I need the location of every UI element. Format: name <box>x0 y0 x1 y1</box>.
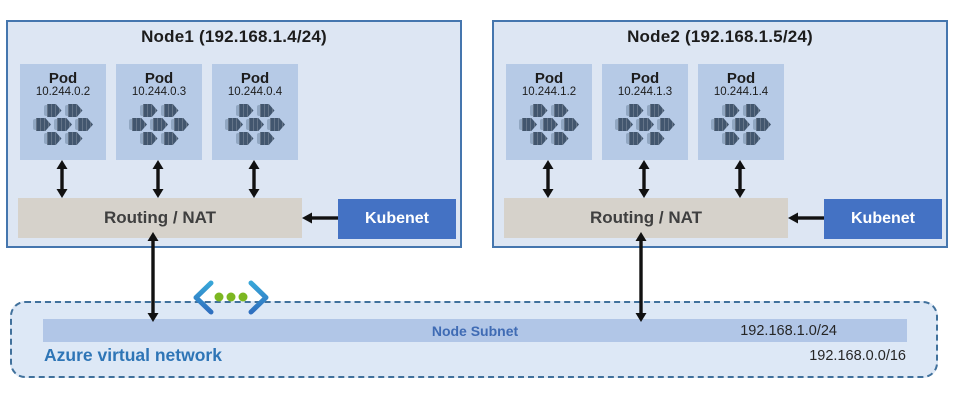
kubenet-box: Kubenet <box>824 199 942 239</box>
pod-routing-arrow <box>542 160 554 198</box>
node-subnet-label: Node Subnet <box>431 322 519 339</box>
routing-nat-label: Routing / NAT <box>103 208 217 227</box>
pod-ip: 10.244.1.2 <box>521 86 577 98</box>
pod-label: Pod <box>48 70 78 87</box>
node1-subnet-arrow <box>147 232 159 322</box>
pod-ip: 10.244.0.3 <box>131 86 187 98</box>
pod-containers-icon <box>698 104 784 145</box>
kubenet-box: Kubenet <box>338 199 456 239</box>
pod-containers-icon <box>602 104 688 145</box>
pod-routing-arrow <box>248 160 260 198</box>
routing-nat-box: Routing / NAT <box>18 198 302 238</box>
pod-box: Pod 10.244.1.4 <box>698 64 784 160</box>
pod-box: Pod 10.244.0.2 <box>20 64 106 160</box>
kubenet-label: Kubenet <box>851 210 915 227</box>
pod-routing-arrow <box>56 160 68 198</box>
pod-box: Pod 10.244.1.3 <box>602 64 688 160</box>
pod-containers-icon <box>506 104 592 145</box>
pod-box: Pod 10.244.1.2 <box>506 64 592 160</box>
pod-label: Pod <box>144 70 174 87</box>
pod-label: Pod <box>630 70 660 87</box>
azure-vnet-box: Node Subnet 192.168.1.0/24 Azure virtual… <box>10 301 938 378</box>
pod-containers-icon <box>116 104 202 145</box>
pod-ip: 10.244.1.4 <box>713 86 769 98</box>
pod-box: Pod 10.244.0.4 <box>212 64 298 160</box>
node-subnet-cidr: 192.168.1.0/24 <box>740 322 837 339</box>
pod-routing-arrow <box>734 160 746 198</box>
node1-box: Node1 (192.168.1.4/24) Pod 10.244.0.2 Po… <box>6 20 462 248</box>
pod-ip: 10.244.1.3 <box>617 86 673 98</box>
kubenet-routing-arrow <box>302 212 338 224</box>
node2-title: Node2 (192.168.1.5/24) <box>627 27 813 46</box>
pod-routing-arrow <box>152 160 164 198</box>
pod-label: Pod <box>534 70 564 87</box>
node1-title: Node1 (192.168.1.4/24) <box>141 27 327 46</box>
node-subnet-bar: Node Subnet 192.168.1.0/24 <box>43 319 907 342</box>
azure-vnet-label: Azure virtual network <box>44 345 222 365</box>
pod-containers-icon <box>20 104 106 145</box>
routing-nat-label: Routing / NAT <box>589 208 703 227</box>
pod-ip: 10.244.0.4 <box>227 86 283 98</box>
routing-nat-box: Routing / NAT <box>504 198 788 238</box>
node2-box: Node2 (192.168.1.5/24) Pod 10.244.1.2 Po… <box>492 20 948 248</box>
pod-label: Pod <box>726 70 756 87</box>
pod-ip: 10.244.0.2 <box>35 86 91 98</box>
pod-box: Pod 10.244.0.3 <box>116 64 202 160</box>
node2-subnet-arrow <box>635 232 647 322</box>
kubenet-routing-arrow <box>788 212 824 224</box>
pod-label: Pod <box>240 70 270 87</box>
pod-containers-icon <box>212 104 298 145</box>
kubenet-label: Kubenet <box>365 210 429 227</box>
azure-vnet-cidr: 192.168.0.0/16 <box>809 348 906 364</box>
pod-routing-arrow <box>638 160 650 198</box>
virtual-network-icon <box>193 280 269 315</box>
